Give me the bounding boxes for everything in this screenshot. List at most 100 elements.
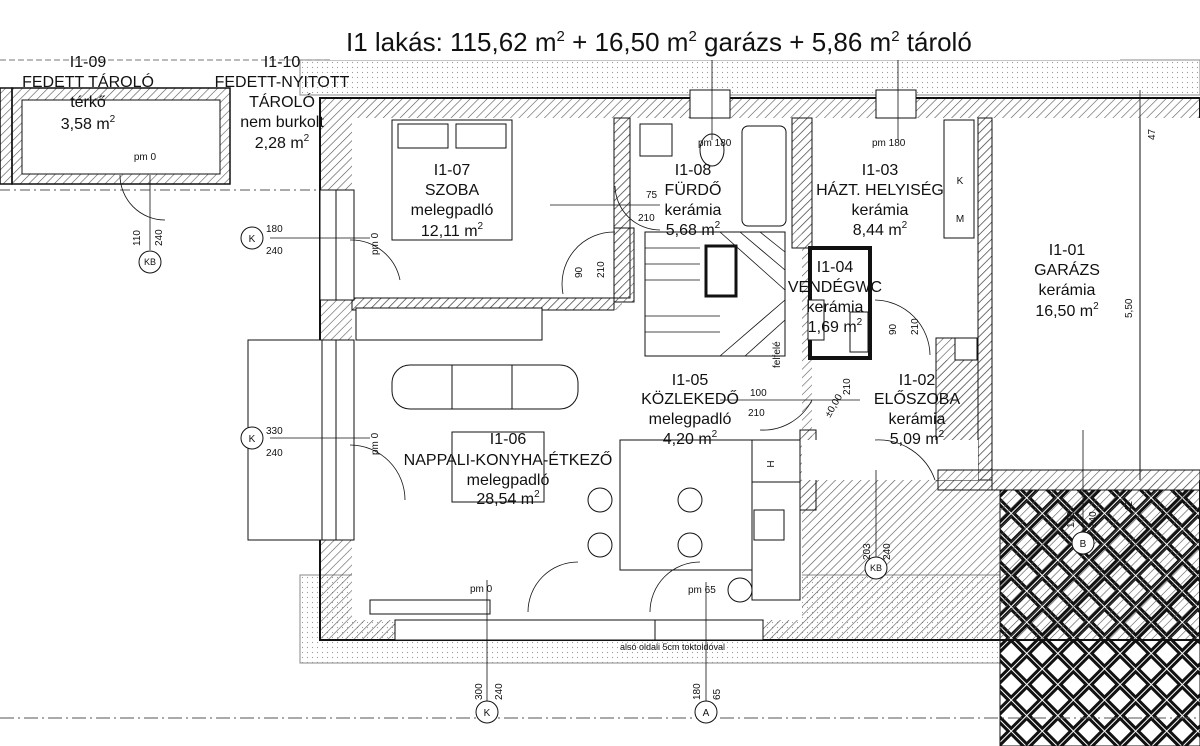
marker-a-label: A — [703, 708, 710, 719]
dim-value: 240 — [266, 448, 283, 459]
door-swing-wc — [874, 299, 931, 356]
chimney-box — [954, 337, 978, 361]
dim-value: 210 — [638, 213, 655, 224]
window-nappali — [319, 339, 355, 541]
bed-pillow-right — [455, 123, 507, 149]
room-label-i1-09: I1-09 FEDETT TÁROLÓ térkő 3,58 m2 — [22, 54, 154, 133]
room-id: I1-08 — [675, 162, 712, 179]
room-floor: kerámia — [1039, 282, 1096, 299]
radiator — [369, 599, 491, 615]
level-bottom: pm 0 — [470, 584, 493, 595]
door-swing-window — [349, 239, 401, 281]
dim-value: 210 — [842, 378, 853, 395]
marker-k-1 — [240, 226, 264, 250]
dim-value: 330 — [266, 426, 283, 437]
dim-value: 203 — [862, 543, 873, 560]
area-summary-heading: I1 lakás: 115,62 m2 + 16,50 m2 garázs + … — [346, 27, 972, 57]
room-label-i1-04: I1-04 VENDÉGWC kerámia 1,69 m2 — [788, 259, 882, 336]
door-swing-bottom-2 — [649, 561, 701, 613]
room-floor: térkő — [70, 94, 106, 111]
room-area: 3,58 m2 — [61, 114, 116, 133]
bottom-note: alsó oldali 5cm toktoldóval — [620, 642, 725, 652]
dim-42: 42 — [1124, 500, 1135, 512]
room-label-i1-10: I1-10 FEDETT-NYITOTT TÁROLÓ nem burkolt … — [215, 54, 350, 152]
room-label-i1-06: I1-06 NAPPALI-KONYHA-ÉTKEZŐ melegpadló 2… — [404, 431, 613, 508]
marker-k-3-label: K — [484, 708, 491, 719]
room-floor: kerámia — [889, 411, 946, 428]
room-floor: nem burkolt — [240, 114, 324, 131]
marker-a — [694, 700, 718, 724]
washbasin — [639, 123, 673, 157]
wall-chimney — [613, 227, 635, 303]
oven-unit — [751, 439, 801, 483]
room-id: I1-05 — [672, 372, 709, 389]
marker-kb-2-label: KB — [870, 563, 882, 573]
room-id: I1-07 — [434, 162, 471, 179]
room-area: 5,68 m2 — [666, 220, 721, 239]
door-swing-szoba — [561, 231, 616, 295]
room-name: FEDETT TÁROLÓ — [22, 72, 154, 91]
utility-cabinet — [943, 119, 975, 239]
door-swing-furdo — [614, 185, 661, 231]
room-floor: melegpadló — [649, 411, 732, 428]
dim-value: 240 — [494, 683, 505, 700]
dim-value: 210 — [748, 408, 765, 419]
room-name: FEDETT-NYITOTT — [215, 74, 350, 91]
tv-unit — [451, 431, 545, 503]
room-label-i1-03: I1-03 HÁZT. HELYISÉG kerámia 8,44 m2 — [816, 162, 944, 239]
door-swing-terrace — [349, 444, 406, 501]
door-swing-eloszoba — [874, 439, 936, 481]
room-area: 1,69 m2 — [808, 317, 863, 336]
terrace-top — [299, 59, 1200, 96]
room-id: I1-09 — [70, 54, 107, 71]
window-furdo — [689, 89, 731, 119]
marker-k-2 — [240, 426, 264, 450]
marker-k-3 — [475, 700, 499, 724]
stair-core — [704, 244, 738, 298]
room-area: 16,50 m2 — [1035, 301, 1099, 320]
room-name: FÜRDŐ — [665, 180, 722, 199]
stair-step — [739, 231, 786, 271]
window-hazt — [875, 89, 917, 119]
eloszoba-bottom-wall — [937, 469, 993, 491]
marker-kb-2 — [864, 556, 888, 580]
wardrobe — [355, 307, 543, 341]
door-swing-kozlekedo — [759, 399, 813, 431]
room-id: I1-10 — [264, 54, 301, 71]
room-label-i1-05: I1-05 KÖZLEKEDŐ melegpadló 4,20 m2 — [641, 372, 739, 448]
wc-basin — [849, 311, 869, 353]
sofa — [391, 364, 579, 410]
room-area-garazs — [992, 118, 1200, 480]
level-szoba: pm 0 — [370, 232, 381, 255]
window-bottom-1 — [394, 619, 656, 641]
room-area: 5,09 m2 — [890, 429, 945, 448]
room-floor: kerámia — [665, 202, 722, 219]
wall-garage — [977, 117, 993, 481]
dim-value: 90 — [888, 323, 899, 335]
level-furdo-window: pm 180 — [698, 138, 732, 149]
room-label-i1-07: I1-07 SZOBA melegpadló 12,11 m2 — [411, 162, 494, 240]
dim-47: 47 — [1147, 128, 1158, 140]
room-label-i1-01: I1-01 GARÁZS kerámia 16,50 m2 — [1034, 242, 1100, 320]
stair-step — [759, 231, 786, 253]
chair-3 — [677, 487, 703, 513]
level-hazt-window: pm 180 — [872, 138, 906, 149]
wall-furdo-hazt — [791, 117, 813, 249]
room-area: 12,11 m2 — [421, 221, 484, 240]
chair-4 — [677, 532, 703, 558]
oven-h-label: H — [766, 460, 777, 467]
room-name: HÁZT. HELYISÉG — [816, 180, 944, 199]
room-floor: melegpadló — [411, 202, 494, 219]
dim-value: 180 — [692, 683, 703, 700]
dim-value: 140 — [1088, 511, 1099, 528]
dim-value: 180 — [266, 224, 283, 235]
room-name: VENDÉGWC — [788, 277, 882, 296]
dim-value: 90 — [574, 266, 585, 278]
dim-value: 110 — [132, 230, 143, 246]
bed-pillow-left — [397, 123, 449, 149]
room-floor: melegpadló — [467, 472, 550, 489]
dim-value: 240 — [882, 543, 893, 560]
room-area: 4,20 m2 — [663, 429, 718, 448]
marker-kb-1 — [138, 250, 162, 274]
